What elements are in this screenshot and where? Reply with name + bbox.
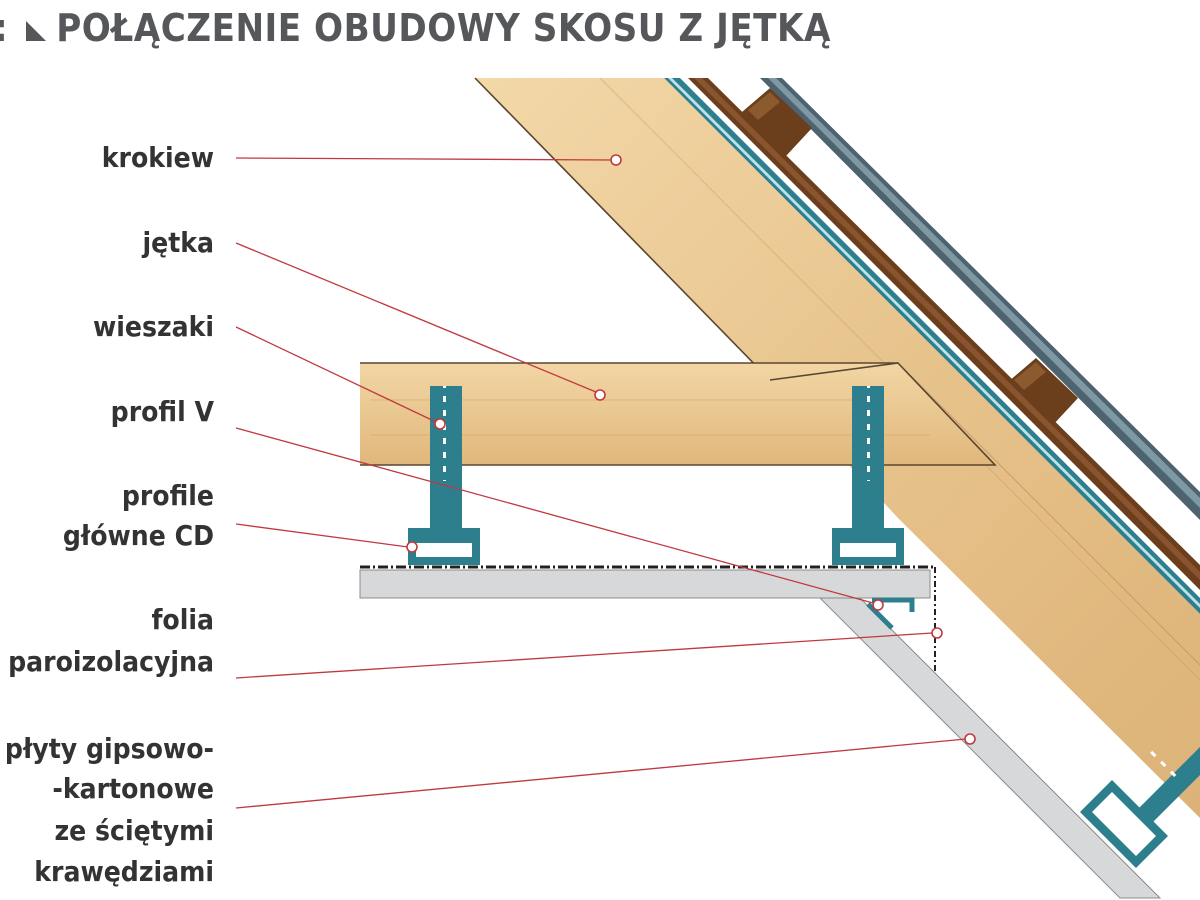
leader-lines: [235, 157, 967, 809]
cd-profile-left: [408, 537, 480, 565]
label-plyty-line2: -kartonowe: [52, 772, 214, 805]
hanger-sloped: [1080, 747, 1200, 868]
label-jetka: jętka: [142, 226, 214, 259]
label-krokiew: krokiew: [101, 141, 214, 174]
label-plyty-line3: ze ściętymi: [54, 814, 215, 847]
v-profile: [866, 597, 915, 630]
label-profil-v: profil V: [110, 395, 214, 428]
label-folia-line2: paroizolacyjna: [8, 645, 214, 678]
title-text: POŁĄCZENIE OBUDOWY SKOSU Z JĘTKĄ: [56, 6, 831, 50]
label-profile-glowne-line2: główne CD: [62, 519, 214, 552]
gypsum-board-horizontal: [359, 569, 931, 599]
label-plyty-line4: krawędziami: [34, 855, 214, 888]
gypsum-board-sloped: [818, 597, 1162, 899]
title-prefix: :: [0, 6, 8, 50]
diagram-title: : POŁĄCZENIE OBUDOWY SKOSU Z JĘTKĄ: [0, 6, 1200, 56]
cd-profile-right: [832, 537, 904, 565]
roof-covering: [760, 78, 1200, 520]
battens: [742, 88, 1078, 426]
circle-pointer-icon: [406, 154, 976, 745]
triangle-marker-icon: [26, 21, 47, 41]
counter-batten: [688, 78, 1200, 590]
collar-beam: [360, 363, 995, 465]
label-profile-glowne-line1: profile: [121, 479, 214, 512]
label-folia-line1: folia: [151, 603, 214, 636]
label-wieszaki: wieszaki: [92, 310, 214, 343]
label-plyty-line1: płyty gipsowo-: [4, 732, 214, 765]
hanger-right: [832, 386, 904, 546]
